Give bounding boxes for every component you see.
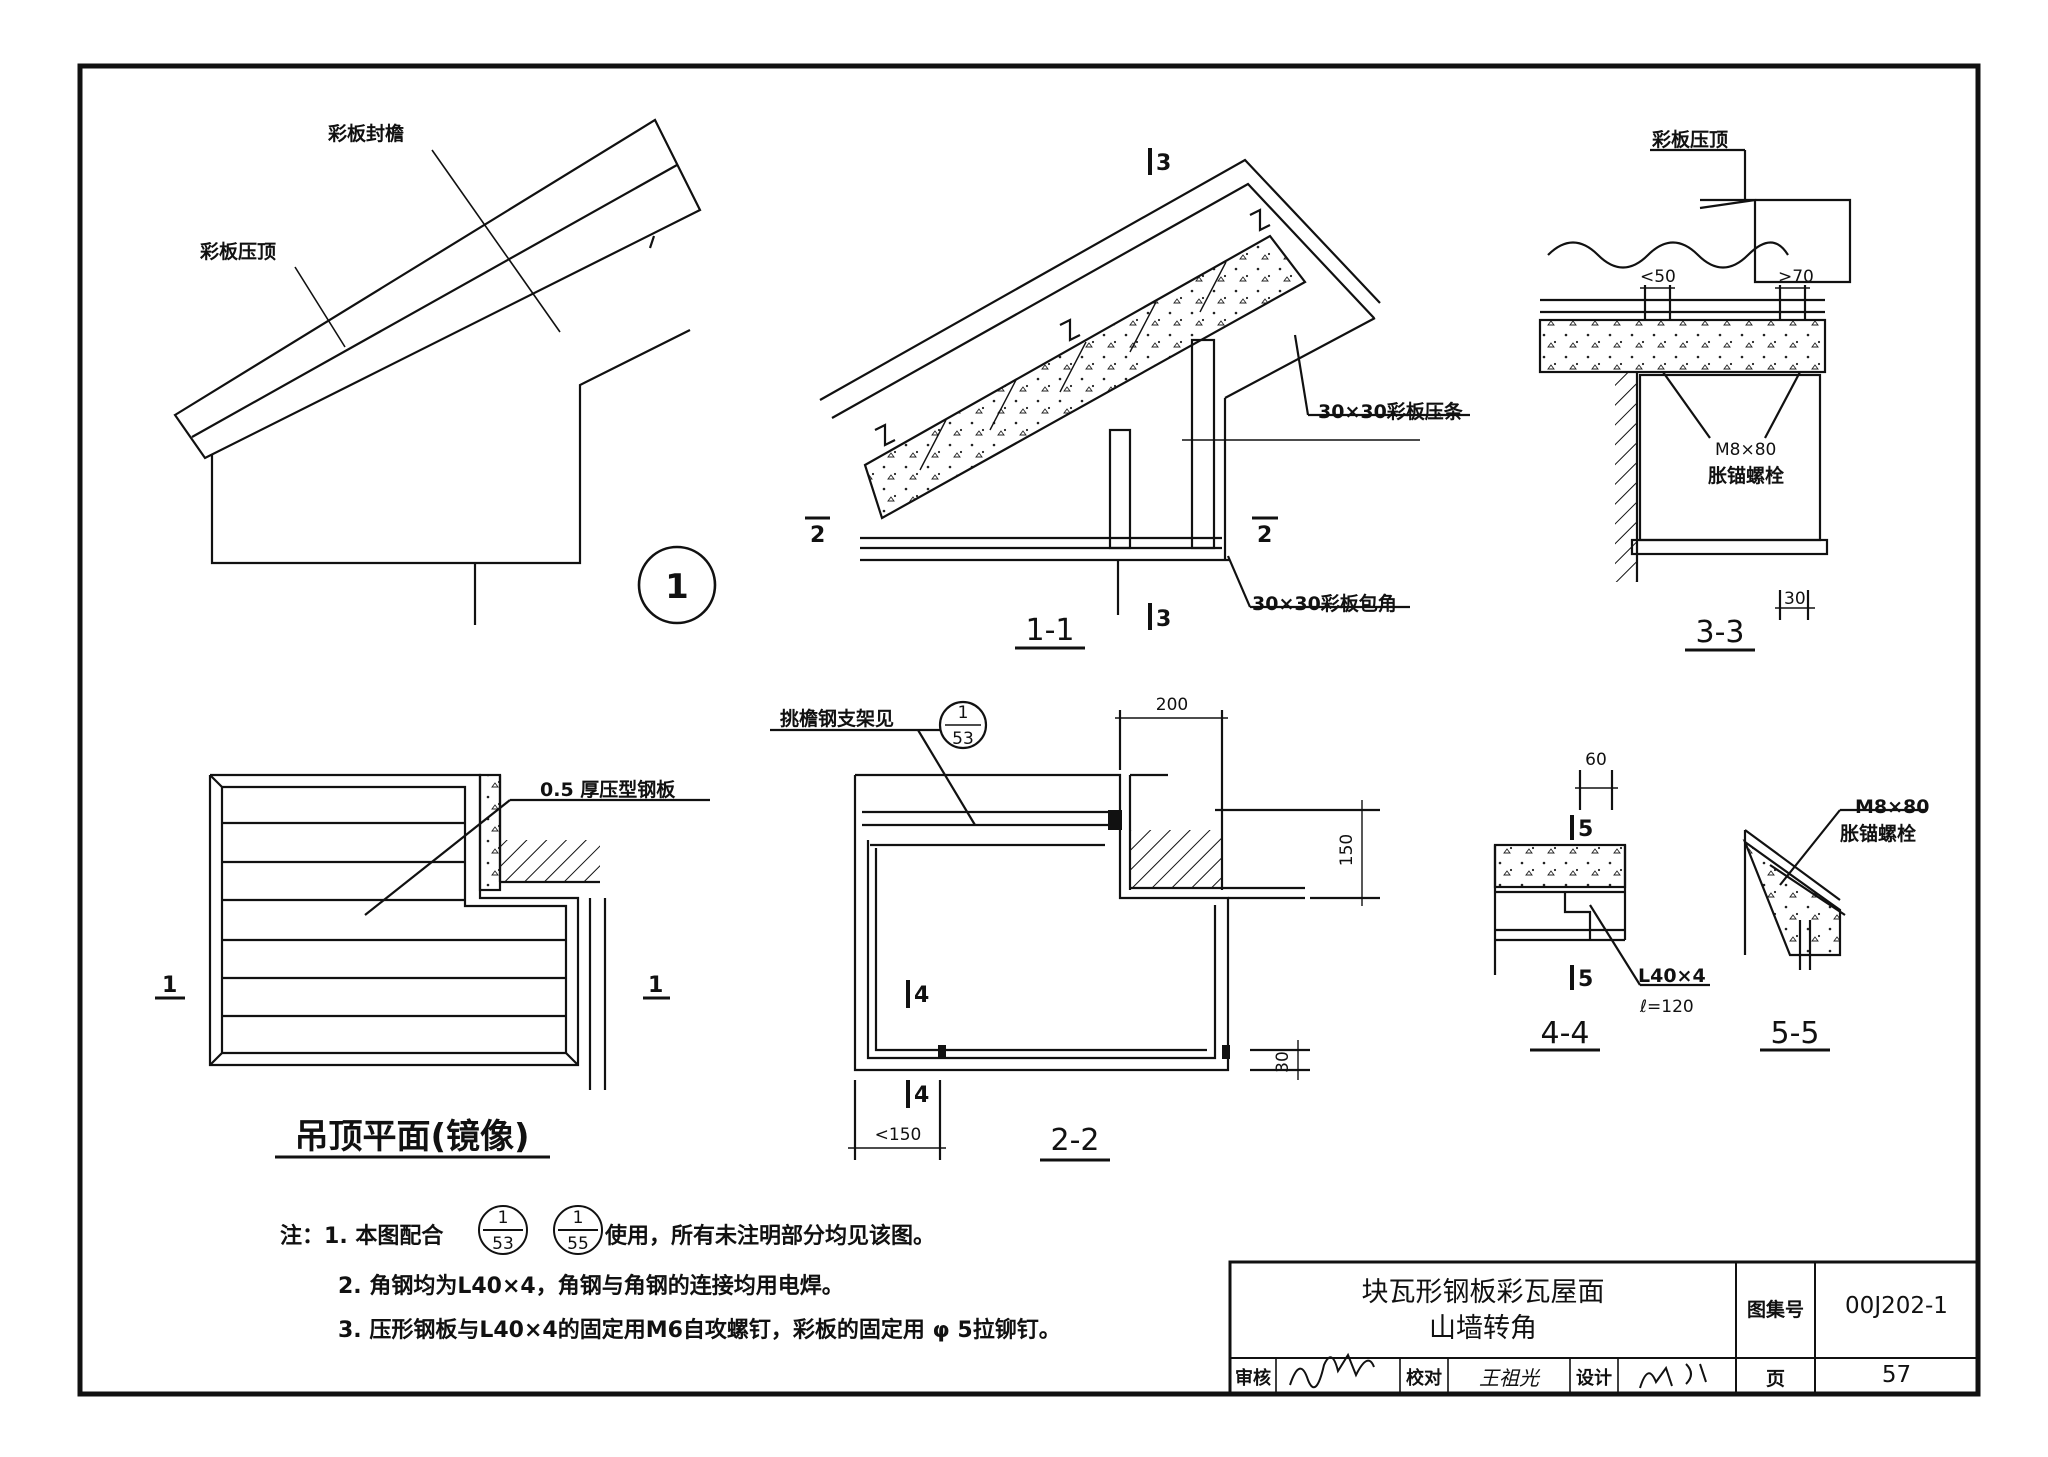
notes-line3: 3. 压形钢板与L40×4的固定用M6自攻螺钉，彩板的固定用 φ 5拉铆钉。 — [338, 1318, 1061, 1343]
label-3-3-cap: 彩板压顶 — [1651, 128, 1728, 151]
checker-name: 王祖光 — [1479, 1366, 1539, 1390]
section-1-1-drawing — [805, 148, 1470, 650]
label-strip: 30×30彩板压条 — [1318, 400, 1464, 423]
cut-mark-3-top: 3 — [1156, 151, 1171, 176]
label-angle: L40×4 — [1638, 965, 1706, 987]
section-3-3-title: 3-3 — [1696, 615, 1745, 650]
section-2-2-title: 2-2 — [1051, 1123, 1100, 1158]
ceiling-plan-title: 吊顶平面(镜像) — [294, 1117, 529, 1157]
title-line1: 块瓦形钢板彩瓦屋面 — [1361, 1277, 1605, 1308]
dim-2-2-right: 150 — [1337, 834, 1357, 866]
gable-elevation — [173, 118, 717, 625]
label-5-5-bolt2: 胀锚螺栓 — [1840, 822, 1916, 845]
notes-line1-b: 使用，所有未注明部分均见该图。 — [605, 1224, 936, 1249]
dim-3-3-right: >70 — [1778, 267, 1814, 287]
note-ref2-den: 55 — [567, 1234, 589, 1254]
design-label: 设计 — [1576, 1368, 1612, 1389]
note-ref1-num: 1 — [498, 1208, 509, 1228]
reviewer-signature — [1289, 1352, 1375, 1389]
label-eave: 彩板封檐 — [327, 122, 404, 145]
designer-signature — [1639, 1363, 1707, 1389]
label-bracket: 挑檐钢支架见 — [780, 707, 894, 730]
detail-index-circle — [637, 545, 717, 625]
note-ref-circles — [478, 1205, 603, 1255]
note-ref2-num: 1 — [573, 1208, 584, 1228]
detail-index-number: 1 — [665, 567, 689, 607]
cut-mark-4-top: 4 — [914, 983, 929, 1008]
notes-line2: 2. 角钢均为L40×4，角钢与角钢的连接均用电焊。 — [338, 1274, 844, 1299]
atlas-number: 00J202-1 — [1845, 1293, 1948, 1319]
notes-line1-a: 1. 本图配合 — [324, 1224, 444, 1249]
cut-mark-5-bottom: 5 — [1578, 967, 1593, 992]
cut-mark-3-bottom: 3 — [1156, 607, 1171, 632]
sheet-border — [77, 63, 1981, 1397]
ref-2-2-num: 1 — [958, 703, 969, 723]
label-length: ℓ=120 — [1639, 997, 1694, 1017]
notes-prefix: 注： — [280, 1224, 325, 1249]
section-4-4-title: 4-4 — [1541, 1016, 1590, 1051]
page-label: 页 — [1765, 1368, 1785, 1390]
page-number: 57 — [1881, 1362, 1912, 1388]
cut-mark-4-bottom: 4 — [914, 1083, 929, 1108]
section-2-2-drawing — [770, 700, 1380, 1162]
cut-mark-5-top: 5 — [1578, 817, 1593, 842]
section-1-1-title: 1-1 — [1026, 613, 1075, 648]
label-corner: 30×30彩板包角 — [1252, 592, 1397, 615]
label-pressed-sheet: 0.5 厚压型钢板 — [540, 778, 676, 801]
dim-3-3-bottom: 30 — [1784, 589, 1806, 609]
atlas-label: 图集号 — [1746, 1299, 1804, 1321]
dim-2-2-bottom: <150 — [875, 1125, 922, 1145]
section-4-4-drawing — [1493, 770, 1710, 1052]
check-label: 校对 — [1406, 1368, 1442, 1389]
section-5-5-drawing — [1742, 808, 1925, 1052]
review-label: 审核 — [1235, 1368, 1271, 1389]
notes-line1: 注：1. 本图配合 — [280, 1218, 443, 1250]
title-block-grid — [1228, 1260, 1980, 1396]
dim-2-2-small: 30 — [1273, 1051, 1293, 1073]
ceiling-plan-drawing — [155, 773, 710, 1159]
title-line2: 山墙转角 — [1429, 1313, 1537, 1344]
cut-mark-2-right: 2 — [1257, 523, 1272, 548]
label-5-5-bolt: M8×80 — [1855, 796, 1930, 818]
dim-3-3-left: <50 — [1640, 267, 1676, 287]
cut-mark-2-left: 2 — [810, 523, 825, 548]
label-3-3-bolt: M8×80 — [1715, 440, 1776, 460]
section-3-3-drawing — [1538, 148, 1852, 652]
note-ref1-den: 53 — [492, 1234, 514, 1254]
ref-2-2-den: 53 — [952, 729, 974, 749]
cut-mark-1-left: 1 — [162, 973, 177, 998]
cut-mark-1-right: 1 — [648, 973, 663, 998]
label-cap: 彩板压顶 — [199, 240, 276, 263]
label-3-3-bolt2: 胀锚螺栓 — [1708, 464, 1784, 487]
dim-4-4-top: 60 — [1585, 750, 1607, 770]
section-5-5-title: 5-5 — [1771, 1016, 1820, 1051]
dim-2-2-top: 200 — [1156, 695, 1188, 715]
